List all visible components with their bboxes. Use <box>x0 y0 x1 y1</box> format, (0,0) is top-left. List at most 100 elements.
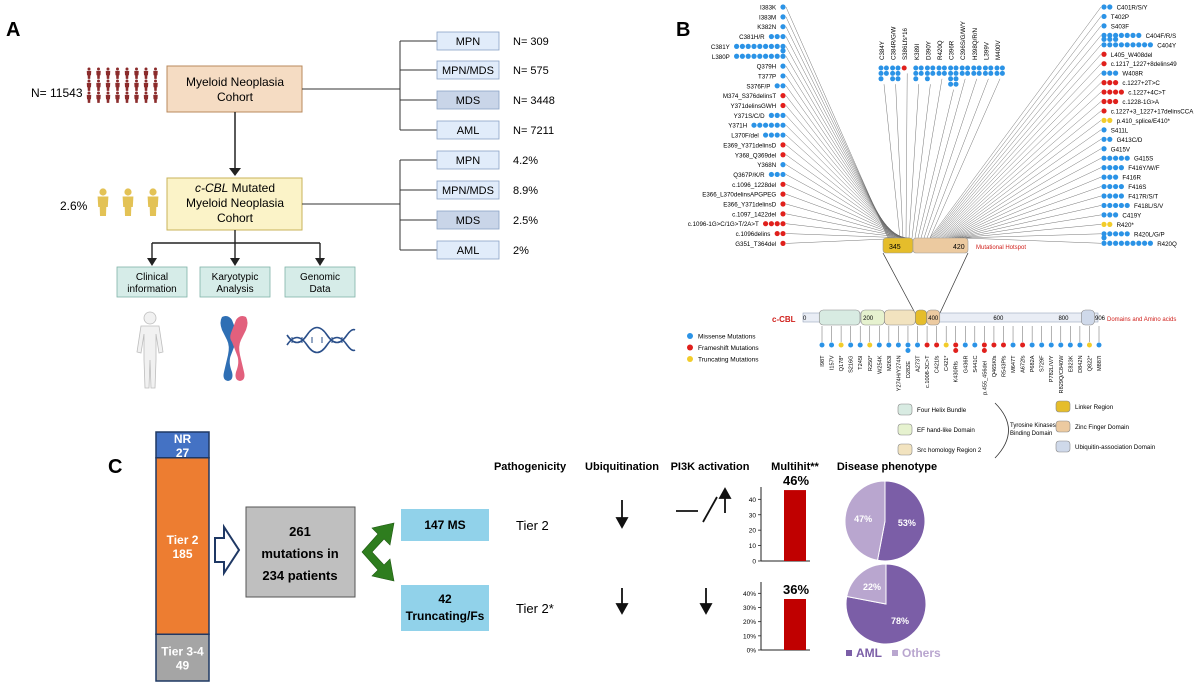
mutation-dot <box>971 65 977 71</box>
mutation-dot <box>1107 32 1113 38</box>
mutation-dot <box>890 65 896 71</box>
connector-line <box>936 54 1102 239</box>
protein-domain <box>884 309 916 326</box>
mutation-dot <box>982 65 988 71</box>
mutation-dot <box>1113 240 1119 246</box>
y-tick-label: 20 <box>749 528 757 535</box>
panel-b-letter: B <box>676 19 690 41</box>
connector-line <box>785 174 904 239</box>
mutation-label: G413C/D <box>1117 137 1143 144</box>
mutation-dot <box>1118 202 1124 209</box>
mutation-label: Y368_Q369del <box>735 152 776 159</box>
connector-line <box>908 84 920 239</box>
pie-label-aml: 78% <box>891 616 909 626</box>
mutation-dot <box>774 53 780 59</box>
mutation-label: c.1227+4C>T <box>1128 90 1166 97</box>
mutation-dot <box>971 70 977 76</box>
connector-line <box>785 223 908 239</box>
mutation-dot <box>999 65 1005 71</box>
mutation-dot <box>913 70 919 76</box>
mutation-dot <box>1107 221 1113 227</box>
mutation-dot <box>848 342 854 348</box>
mutation-dot <box>780 102 786 109</box>
mutation-dot <box>1101 51 1107 57</box>
axis-tick: 906 <box>1095 316 1106 322</box>
mutation-dot <box>965 65 971 71</box>
mutation-label: p.410_splice/E410* <box>1117 118 1171 125</box>
arrowhead-clinical <box>147 258 157 266</box>
mutation-dot <box>994 70 1000 76</box>
subtype-value: 2% <box>513 245 529 257</box>
analysis-line1: Karyotypic <box>212 272 259 283</box>
mutation-dot <box>1118 231 1124 237</box>
mutation-dot <box>1020 342 1026 348</box>
mutation-dot <box>1113 212 1119 218</box>
subtype-label: MPN/MDS <box>442 65 494 77</box>
mutation-dot <box>1077 342 1083 348</box>
mutation-dot <box>1067 342 1073 348</box>
connector-line <box>785 105 898 239</box>
mutation-dot <box>1113 80 1119 86</box>
legend-label: Truncating Mutations <box>698 357 759 364</box>
mutation-dot <box>1113 155 1119 161</box>
mutation-dot <box>829 342 835 348</box>
mutation-dot <box>1107 155 1113 161</box>
mutation-dot <box>768 122 775 128</box>
mutation-dot <box>1000 342 1006 348</box>
mutation-dot <box>895 70 901 76</box>
subtype-value: 4.2% <box>513 155 538 167</box>
subtype-label: MDS <box>456 215 480 227</box>
connector-line <box>905 73 908 239</box>
subtype-box <box>436 150 500 170</box>
mutation-label: M263I <box>887 355 893 371</box>
connector-line <box>785 56 893 239</box>
mutation-label: E369_Y371delinsD <box>723 142 777 149</box>
mutation-label: C421fs <box>935 355 941 373</box>
mutation-dot <box>1048 342 1054 348</box>
column-header: Ubiquitination <box>585 461 659 473</box>
dna-icon <box>286 326 356 354</box>
mutation-dot <box>1124 231 1130 237</box>
mutation-label: E823K <box>1068 355 1074 372</box>
mutation-dot <box>1142 42 1148 48</box>
mutation-dot <box>918 70 924 76</box>
mutation-dot <box>780 43 786 50</box>
mutation-dot <box>780 33 786 40</box>
tier-segment <box>155 633 210 682</box>
mutation-dot <box>867 342 873 348</box>
mutation-dot <box>780 240 786 246</box>
mutation-dot <box>1101 70 1107 76</box>
mutation-dot <box>930 65 936 71</box>
mutation-label: c.1096_1228del <box>732 182 776 189</box>
mutation-label: T402P <box>1111 14 1129 21</box>
connector-line <box>785 154 902 239</box>
mutation-dot <box>819 342 825 348</box>
mutation-dot <box>1124 32 1130 38</box>
subtype-box <box>436 31 500 51</box>
mutation-label: c.1227+2T>C <box>1122 80 1160 87</box>
mutation-dot <box>763 122 769 128</box>
pie-slice-aml <box>876 480 926 562</box>
mutation-dot <box>1101 165 1107 171</box>
mutation-dot <box>895 65 901 71</box>
person-icon <box>105 67 111 79</box>
mutation-label: T377P <box>758 73 776 80</box>
mutation-dot <box>962 342 968 348</box>
mutation-dot <box>780 191 786 197</box>
mutation-dot <box>1107 240 1113 246</box>
mutation-label: F418L/S/V <box>1134 203 1164 210</box>
mutation-dot <box>774 112 780 118</box>
mutated-pct: 2.6% <box>60 199 88 213</box>
mutation-label: K389I <box>914 44 921 60</box>
y-tick-label: 30% <box>743 605 756 612</box>
y-tick-label: 0% <box>747 648 757 655</box>
mutation-label: Y274H/Y274N <box>896 356 902 392</box>
domain-swatch <box>1055 420 1071 433</box>
mutation-dot <box>1101 231 1107 237</box>
zoom-line-right <box>939 252 969 314</box>
analysis-line2: Data <box>309 284 331 295</box>
mutation-label: A672fs <box>1021 355 1027 373</box>
domain-swatch <box>897 403 913 416</box>
